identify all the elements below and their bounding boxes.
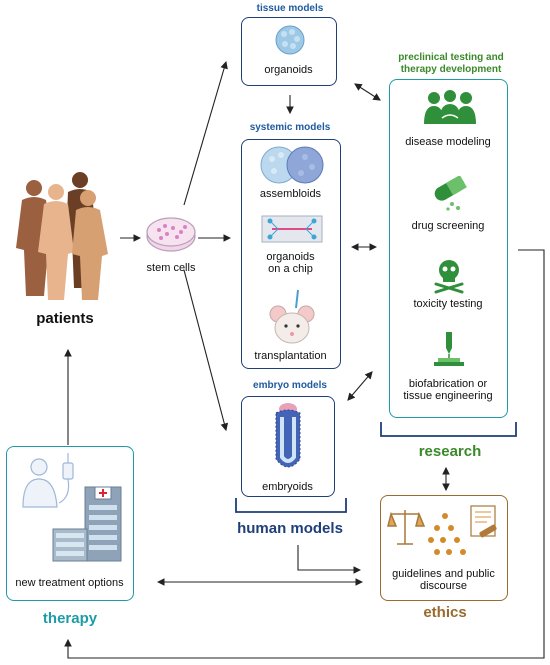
organoids-on-chip-label: organoids on a chip (266, 251, 315, 275)
assembloids-label: assembloids (259, 188, 322, 200)
systemic-models-title: systemic models (249, 122, 331, 133)
tissue-models-title: tissue models (256, 3, 324, 14)
transplantation-label: transplantation (254, 350, 327, 362)
petri-dish-icon (146, 217, 196, 252)
stem-cells-label: stem cells (146, 262, 196, 274)
bioprinter-icon (434, 332, 464, 366)
arrow-embryo-preclinical (347, 371, 373, 401)
human-models-label: human models (237, 520, 343, 537)
systemic-models-box: assembloids organoids on a chip transpla… (241, 139, 341, 369)
organ-chip-icon (261, 215, 323, 243)
ethics-icons (387, 505, 497, 555)
arrow-tissue-preclinical (354, 83, 381, 101)
human-models-bracket (235, 498, 347, 513)
arrow-preclinical-to-therapy (64, 249, 545, 659)
preclinical-box: disease modeling drug screening toxicity… (389, 79, 508, 418)
organoid-icon (275, 25, 305, 55)
arrow-stemcells-to-embryo (183, 269, 229, 432)
embryo-models-box: embryoids (241, 396, 335, 497)
guidelines-label: guidelines and public discourse (392, 568, 495, 592)
assembloid-icon (260, 146, 324, 184)
preclinical-title: preclinical testing and therapy developm… (398, 52, 504, 75)
drug-screening-label: drug screening (411, 220, 485, 232)
tissue-models-box: organoids (241, 17, 337, 86)
arrow-humanmodels-ethics (297, 545, 362, 574)
people-dna-icon (424, 90, 476, 124)
ethics-label: ethics (423, 604, 467, 621)
therapy-label: therapy (42, 610, 98, 627)
community-icon (428, 513, 466, 555)
new-treatment-label: new treatment options (15, 577, 124, 589)
organoids-label: organoids (264, 64, 313, 76)
research-bracket (380, 422, 517, 437)
biofabrication-label: biofabrication or tissue engineering (403, 378, 493, 402)
embryoid-icon (275, 403, 301, 468)
patients-label: patients (36, 310, 94, 327)
toxicity-testing-label: toxicity testing (413, 298, 483, 310)
ethics-box: guidelines and public discourse (380, 495, 508, 601)
disease-modeling-label: disease modeling (405, 136, 491, 148)
embryo-models-title: embryo models (253, 380, 327, 391)
mouse-icon (269, 289, 315, 344)
research-label: research (418, 443, 482, 460)
arrow-stemcells-to-tissue (183, 60, 228, 206)
scales-icon (387, 510, 426, 545)
patient-bed-icon (22, 453, 74, 508)
therapy-icons (22, 453, 122, 562)
hospital-icon (52, 486, 122, 562)
therapy-box: new treatment options (6, 446, 134, 601)
embryoids-label: embryoids (262, 481, 313, 493)
document-gavel-icon (470, 505, 497, 538)
pills-icon (434, 176, 467, 211)
patients-group-icon (16, 172, 108, 300)
skull-crossbones-icon (434, 260, 464, 294)
